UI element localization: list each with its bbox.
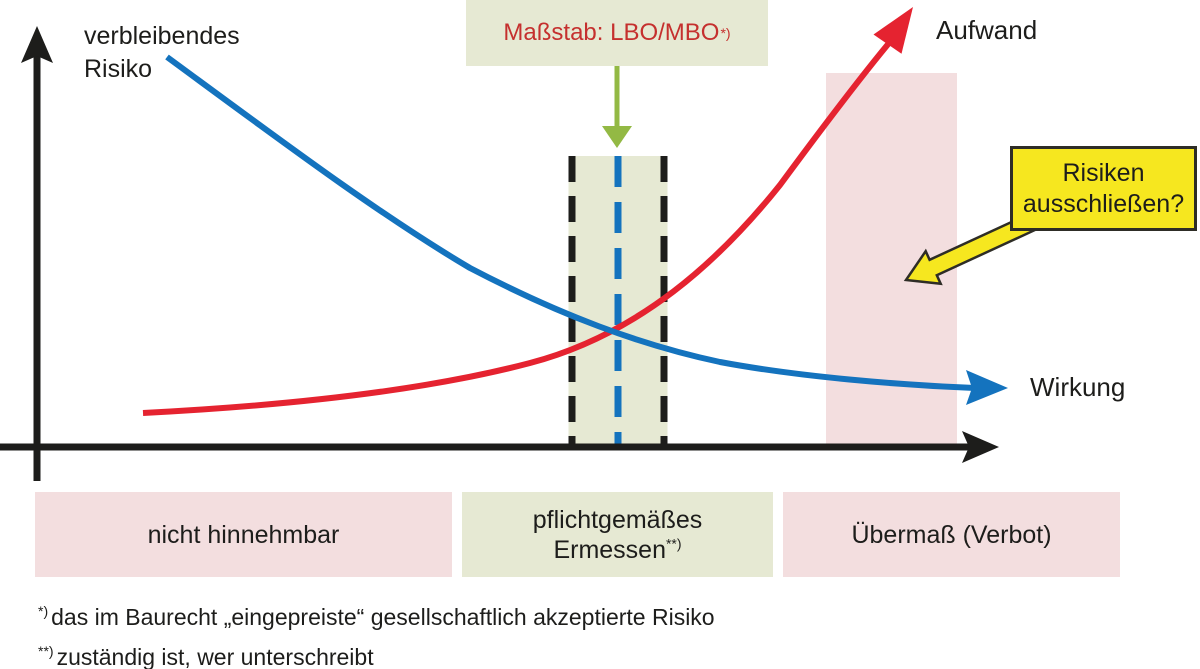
x-axis-arrow-icon: [962, 431, 999, 463]
massstab-box: Maßstab: LBO/MBO*): [466, 0, 768, 66]
zone-uebermass-verbot: Übermaß (Verbot): [783, 492, 1120, 577]
footnote-1-marker: *): [38, 603, 49, 619]
massstab-box-text: Maßstab: LBO/MBO: [503, 19, 720, 46]
risiken-callout-line1: Risiken: [1062, 158, 1145, 187]
callout-arrow-icon: [903, 212, 1038, 286]
footnote-1-text: das im Baurecht „eingepreiste“ gesellsch…: [51, 604, 715, 630]
footnote-2-text: zuständig ist, wer unterschreibt: [56, 644, 374, 669]
zone-ermessen-line2: Ermessen**): [553, 535, 681, 565]
footnote-2-marker: **): [38, 643, 54, 659]
aufwand-label: Aufwand: [936, 15, 1038, 45]
zone-ermessen-line1: pflichtgemäßes: [532, 505, 703, 534]
y-axis-label: verbleibendes Risiko: [84, 20, 240, 86]
zone-ermessen-line2-text: Ermessen: [553, 535, 666, 564]
wirkung-arrow-icon: [966, 370, 1008, 405]
footnote-1: *)das im Baurecht „eingepreiste“ gesells…: [38, 594, 715, 634]
footnotes: *)das im Baurecht „eingepreiste“ gesells…: [38, 594, 715, 669]
y-axis-label-line2: Risiko: [84, 55, 153, 83]
zone-uebermass-label: Übermaß (Verbot): [851, 520, 1052, 549]
risiken-callout-line2: ausschließen?: [1022, 189, 1185, 218]
massstab-arrow-head-icon: [602, 126, 632, 148]
y-axis-arrow-icon: [21, 26, 53, 63]
aufwand-arrow-icon: [873, 7, 913, 54]
wirkung-curve: [165, 54, 976, 391]
zone-nicht-hinnehmbar: nicht hinnehmbar: [35, 492, 452, 577]
risiken-callout: Risiken ausschließen?: [1010, 146, 1197, 231]
zone-pflichtgemaesses-ermessen: pflichtgemäßes Ermessen**): [462, 492, 773, 577]
wirkung-label: Wirkung: [1030, 372, 1126, 402]
footnote-2: **)zuständig ist, wer unterschreibt: [38, 634, 715, 669]
aufwand-curve: [142, 41, 892, 416]
zone-ermessen-footnote-marker: **): [665, 535, 682, 552]
zone-nicht-hinnehmbar-label: nicht hinnehmbar: [147, 520, 340, 549]
y-axis-label-line1: verbleibendes: [84, 22, 240, 50]
